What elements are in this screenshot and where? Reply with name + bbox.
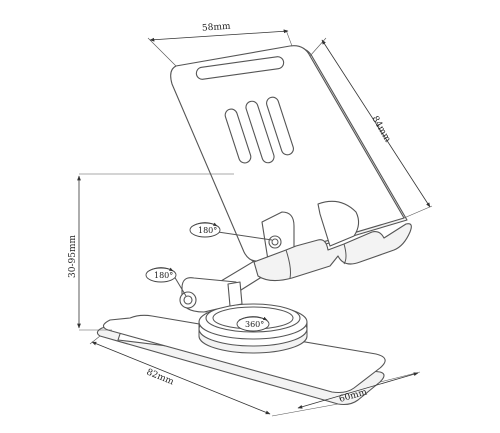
label-rotate-180-lower: 180°: [154, 271, 173, 280]
label-84mm: 84mm: [369, 115, 392, 145]
dim-adjust-height: 30-95mm: [68, 173, 234, 331]
support-hooks: [253, 200, 412, 282]
label-58mm: 58mm: [202, 22, 232, 34]
rotation-lower: 180°: [145, 267, 187, 297]
label-82mm: 82mm: [145, 368, 176, 388]
dim-width-top: 58mm: [147, 22, 293, 67]
label-30-95mm: 30-95mm: [68, 235, 78, 278]
label-rotate-360: 360°: [245, 320, 264, 329]
rotation-upper: 180°: [189, 222, 273, 241]
label-rotate-180-upper: 180°: [198, 226, 217, 235]
rotation-base: 360°: [236, 316, 270, 332]
